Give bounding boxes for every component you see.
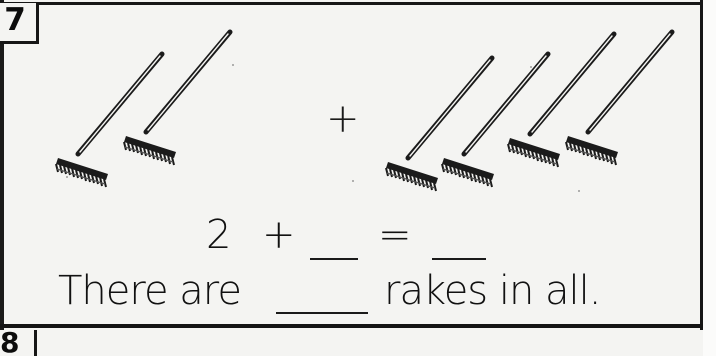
equation-plus: + [262, 212, 296, 258]
box-left-border [0, 0, 4, 356]
rake-icon [56, 54, 162, 187]
sentence-part-2: rakes in all. [384, 268, 601, 314]
problem-number: 7 [4, 2, 26, 38]
rake-icon [124, 32, 230, 165]
equation-line: 2 + = [0, 212, 700, 268]
sum-blank[interactable] [432, 258, 486, 260]
scan-speck [232, 64, 234, 66]
scan-speck [352, 180, 354, 182]
picture-plus-sign: + [326, 96, 360, 142]
equation-equals: = [378, 212, 412, 258]
box-right-border [700, 0, 703, 330]
next-problem-number: 8 [0, 326, 20, 356]
addend-2-blank[interactable] [310, 258, 358, 260]
rake-icon [566, 32, 672, 165]
sentence-part-1: There are [58, 268, 242, 314]
scan-speck [66, 176, 68, 178]
total-blank[interactable] [276, 312, 368, 314]
scan-speck [578, 190, 580, 192]
addend-1: 2 [206, 212, 232, 258]
rake-icon [442, 54, 548, 187]
next-problem-number-box [0, 330, 37, 356]
page-margin [703, 0, 716, 356]
scan-speck [530, 66, 532, 68]
problem-number-box [0, 3, 39, 44]
box-top-border [0, 2, 716, 5]
box-bottom-border [0, 324, 716, 328]
answer-sentence: There are rakes in all. [0, 268, 700, 324]
